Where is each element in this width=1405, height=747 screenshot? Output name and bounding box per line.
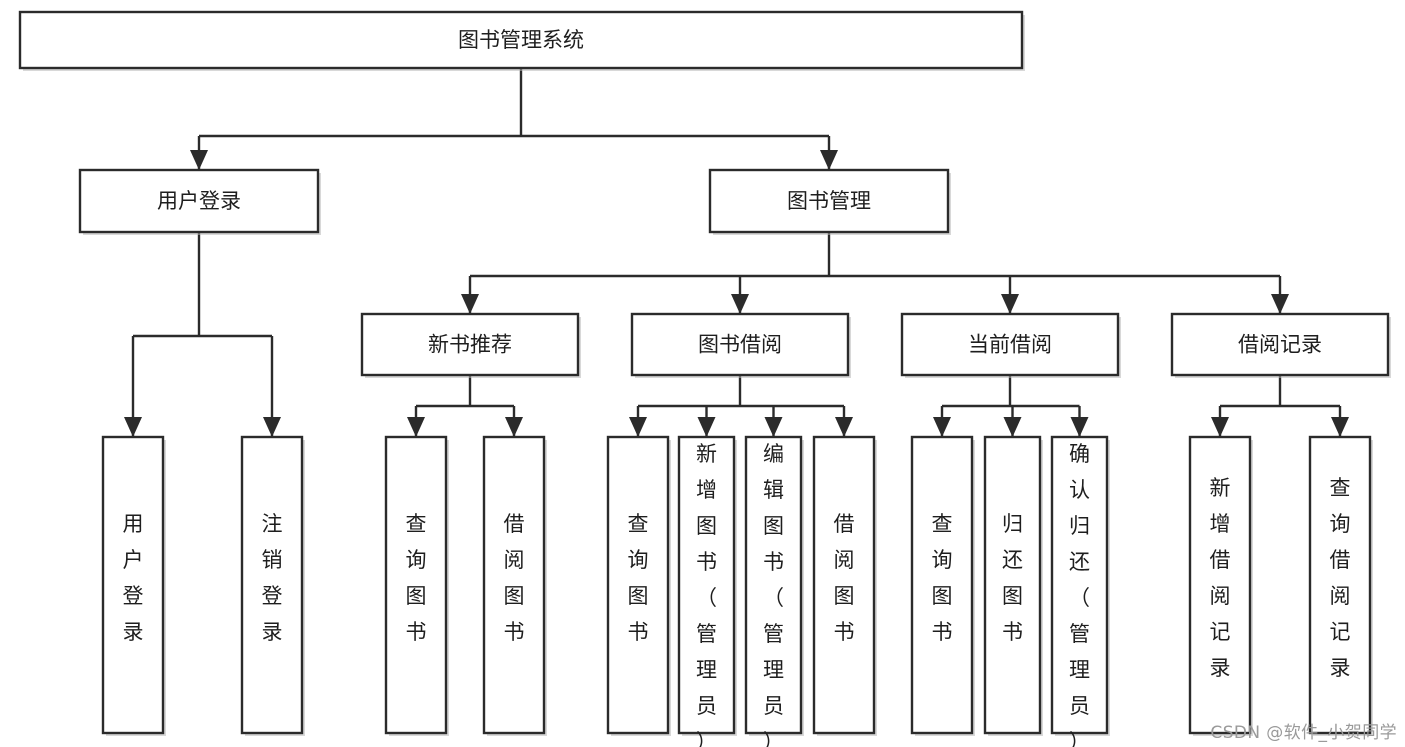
arrow-head-icon [1211,417,1229,437]
node-leaf-query-book-recommend[interactable]: 查询图书 [384,435,449,736]
node-label: 注销登录 [262,512,283,644]
node-box[interactable] [677,435,736,735]
arrow-head-icon [835,417,853,437]
connector-new-book-recommend-to-leaves [407,375,523,437]
node-label: 当前借阅 [968,333,1052,357]
arrow-head-icon [263,417,281,437]
node-label: 图书管理系统 [458,28,584,52]
node-leaf-confirm-return[interactable]: 确认归还（管理员） [1050,435,1110,747]
node-leaf-add-borrow-record[interactable]: 新增借阅记录 [1188,435,1253,736]
arrow-head-icon [407,417,425,437]
node-box[interactable] [18,10,1024,70]
node-box[interactable] [1308,435,1372,735]
node-leaf-query-book-borrow[interactable]: 查询图书 [606,435,671,736]
node-label: 编辑图书（管理员） [763,442,784,747]
connector-root-to-level2 [190,68,838,170]
node-box[interactable] [384,435,448,735]
arrow-head-icon [461,294,479,314]
connector-layer [124,68,1349,437]
node-leaf-borrow-book-recommend[interactable]: 借阅图书 [482,435,547,736]
arrow-head-icon [1070,417,1089,437]
node-box[interactable] [983,435,1042,735]
arrow-head-icon [190,150,208,170]
node-current-borrow[interactable]: 当前借阅 [900,312,1121,378]
node-box[interactable] [101,435,165,735]
node-root[interactable]: 图书管理系统 [18,10,1025,71]
node-box[interactable] [1170,312,1390,377]
node-label: 查询图书 [406,512,427,644]
node-box[interactable] [900,312,1120,377]
node-label: 用户登录 [157,189,241,213]
node-leaf-query-borrow-record[interactable]: 查询借阅记录 [1308,435,1373,736]
arrow-head-icon [1331,417,1349,437]
arrow-head-icon [697,417,716,437]
node-label: 借阅图书 [504,512,525,644]
node-box[interactable] [482,435,546,735]
node-label: 查询图书 [932,512,953,644]
node-user-login[interactable]: 用户登录 [78,168,321,235]
arrow-head-icon [124,417,142,437]
arrow-head-icon [820,150,838,170]
node-label: 新书推荐 [428,333,512,357]
connector-borrow-record-to-leaves [1211,375,1349,437]
node-label: 归还图书 [1002,512,1023,644]
node-leaf-edit-book[interactable]: 编辑图书（管理员） [744,435,804,747]
node-book-management[interactable]: 图书管理 [708,168,951,235]
node-label: 借阅图书 [834,512,855,644]
connector-current-borrow-to-leaves [933,375,1089,437]
node-leaf-user-login[interactable]: 用户登录 [101,435,166,736]
node-leaf-query-book-current[interactable]: 查询图书 [910,435,975,736]
node-label: 确认归还（管理员） [1069,442,1090,747]
arrow-head-icon [629,417,647,437]
node-label: 借阅记录 [1238,333,1322,357]
node-leaf-return-book[interactable]: 归还图书 [983,435,1043,736]
connector-book-borrow-to-leaves [629,375,853,437]
node-box[interactable] [630,312,850,377]
node-layer: 图书管理系统用户登录图书管理新书推荐图书借阅当前借阅借阅记录用户登录注销登录查询… [18,10,1391,747]
node-box[interactable] [360,312,580,377]
node-box[interactable] [606,435,670,735]
connector-book-management-to-level3 [461,232,1289,314]
node-label: 查询图书 [628,512,649,644]
arrow-head-icon [505,417,523,437]
node-leaf-add-book[interactable]: 新增图书（管理员） [677,435,737,747]
node-label: 新增借阅记录 [1210,476,1231,680]
node-box[interactable] [744,435,803,735]
node-label: 图书管理 [787,189,871,213]
arrow-head-icon [1001,294,1019,314]
arrow-head-icon [731,294,749,314]
node-label: 用户登录 [123,512,144,644]
node-leaf-logout[interactable]: 注销登录 [240,435,305,736]
arrow-head-icon [764,417,783,437]
arrow-head-icon [1003,417,1022,437]
node-label: 查询借阅记录 [1330,476,1351,680]
node-box[interactable] [1050,435,1109,735]
node-box[interactable] [78,168,320,234]
node-leaf-borrow-book[interactable]: 借阅图书 [812,435,877,736]
connector-user-login-to-leaves [124,232,281,437]
node-box[interactable] [708,168,950,234]
node-new-book-recommend[interactable]: 新书推荐 [360,312,581,378]
node-label: 图书借阅 [698,333,782,357]
node-box[interactable] [240,435,304,735]
node-borrow-record[interactable]: 借阅记录 [1170,312,1391,378]
arrow-head-icon [1271,294,1289,314]
arrow-head-icon [933,417,951,437]
node-label: 新增图书（管理员） [696,442,717,747]
node-book-borrow[interactable]: 图书借阅 [630,312,851,378]
node-box[interactable] [1188,435,1252,735]
node-box[interactable] [910,435,974,735]
node-box[interactable] [812,435,876,735]
